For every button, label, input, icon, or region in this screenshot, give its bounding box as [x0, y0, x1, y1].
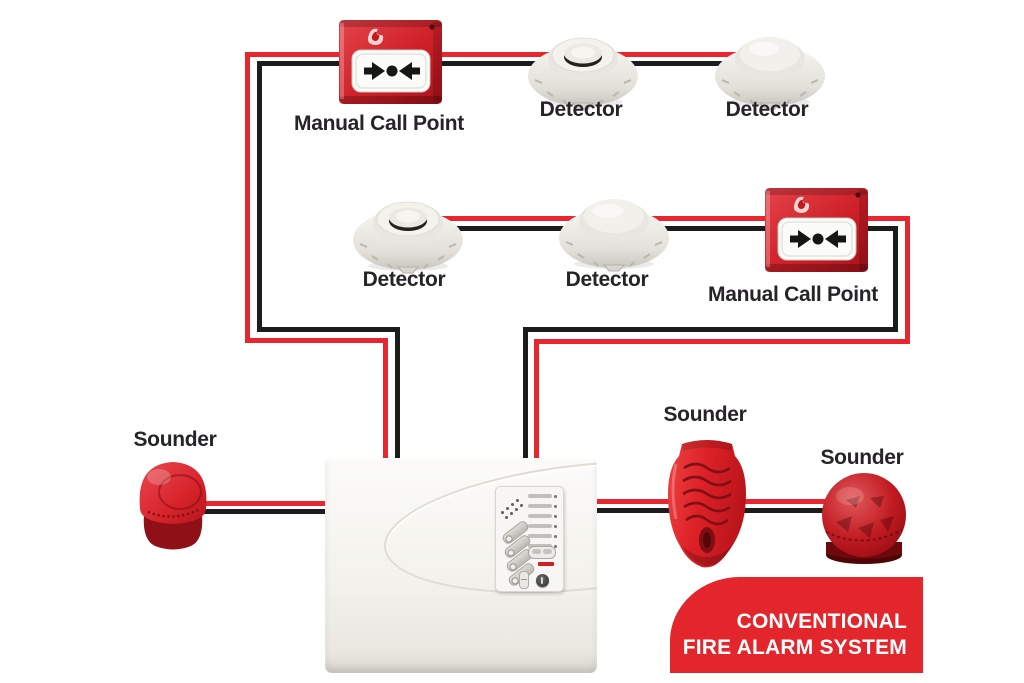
label-sounder-wall: Sounder: [663, 403, 747, 426]
sounder-left-device: [139, 462, 207, 550]
flame-icon: [367, 28, 384, 45]
label-detector-2: Detector: [725, 98, 809, 121]
brand-mark: [538, 562, 554, 566]
label-detector-4: Detector: [565, 268, 649, 291]
screw-dot: [855, 192, 861, 198]
led-bar: [528, 524, 557, 528]
manual-call-point-2-device: [765, 188, 868, 272]
panel-indicator-cluster: [495, 486, 564, 592]
wire-zone1-red-drop: [383, 338, 388, 460]
label-manual-call-point-1: Manual Call Point: [294, 112, 464, 135]
press-here-symbol: [364, 62, 420, 80]
sounder-slots: [682, 462, 732, 526]
panel-swoosh-groove: [377, 458, 597, 611]
wire-zone2-black-return: [523, 327, 898, 332]
screw-dot: [429, 24, 435, 30]
keyswitch: [536, 574, 549, 587]
panel-toggle: [519, 571, 529, 589]
wire-zone1-red-left-vertical: [245, 52, 250, 343]
wire-zone1-black-left-vertical: [257, 61, 262, 332]
led-bar: [528, 534, 557, 538]
wire-sounder-left-black: [188, 509, 328, 514]
label-manual-call-point-2: Manual Call Point: [708, 283, 878, 306]
panel-double-button: [528, 546, 556, 559]
control-panel-device: [325, 458, 597, 673]
wire-zone2-black-drop: [523, 327, 528, 460]
sounder-beacon-device: [822, 473, 906, 564]
wire-zone2-red-return: [534, 339, 910, 344]
led-bar: [528, 504, 557, 508]
wire-zone1-red-return: [245, 338, 388, 343]
detector-2-device: [715, 37, 825, 110]
press-here-symbol: [790, 230, 846, 248]
manual-call-point-1-device: [339, 20, 442, 104]
badge-line2: FIRE ALARM SYSTEM: [682, 636, 907, 659]
detector-3-device: [353, 201, 463, 274]
label-sounder-beacon: Sounder: [820, 446, 904, 469]
led-bar: [528, 494, 557, 498]
wire-zone1-black-top: [257, 61, 773, 66]
detector-4-device: [559, 199, 669, 272]
sounder-wall-device: [668, 440, 746, 568]
beacon-facets: [836, 496, 894, 538]
badge-line1: CONVENTIONAL: [736, 610, 907, 633]
conventional-system-badge: CONVENTIONAL FIRE ALARM SYSTEM: [670, 577, 923, 673]
flame-icon: [793, 196, 810, 213]
label-detector-3: Detector: [362, 268, 446, 291]
wire-zone1-red-top: [245, 52, 773, 57]
wire-zone2-red-right-vertical: [905, 216, 910, 344]
wire-zone2-red-drop: [534, 339, 539, 460]
label-detector-1: Detector: [539, 98, 623, 121]
wire-zone2-black-right-vertical: [893, 226, 898, 332]
wire-sounder-left-red: [188, 501, 328, 506]
wire-zone1-black-drop: [395, 327, 400, 460]
wire-zone1-black-return: [257, 327, 400, 332]
detector-1-device: [528, 37, 638, 110]
led-bar: [528, 514, 557, 518]
label-sounder-left: Sounder: [133, 428, 217, 451]
